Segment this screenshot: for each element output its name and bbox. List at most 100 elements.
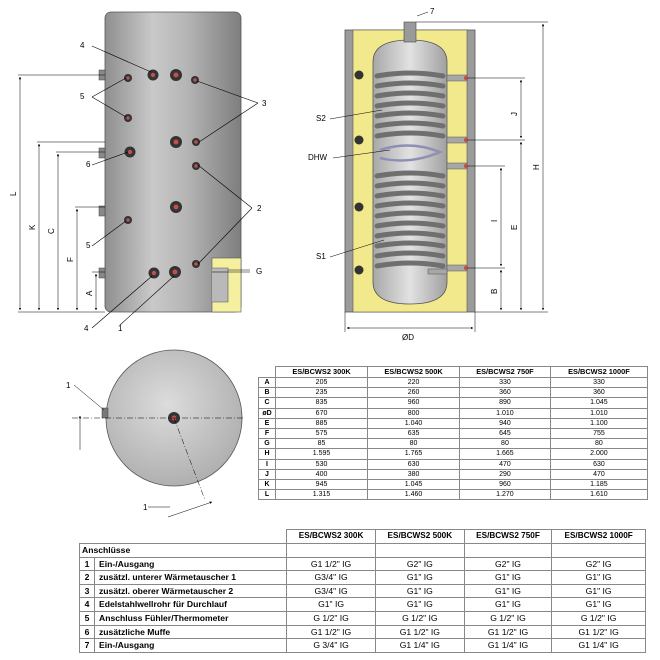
connection-cell: G1" IG <box>551 570 646 585</box>
dimension-row-label: J <box>258 468 276 480</box>
dimension-cell: 470 <box>549 468 649 480</box>
dimension-cell: 630 <box>549 458 649 470</box>
connection-cell: G3/4" IG <box>286 583 376 599</box>
callout-2: 2 <box>257 204 262 213</box>
connections-table-header: ES/BCWS2 300K ES/BCWS2 500K ES/BCWS2 750… <box>79 529 646 544</box>
connection-number: 5 <box>79 610 95 626</box>
connection-cell: G1" IG <box>463 583 553 599</box>
callout-4-top: 4 <box>80 41 85 50</box>
callout-1: 1 <box>118 324 123 333</box>
dimension-cell: 2.000 <box>549 448 649 460</box>
dimension-cell: 755 <box>549 427 649 440</box>
connection-cell: G1 1/2" IG <box>463 624 553 640</box>
label-S1: S1 <box>316 252 326 261</box>
connection-cell: G1" IG <box>374 597 465 612</box>
label-S2: S2 <box>316 114 326 123</box>
section-view: 7 <box>308 7 548 342</box>
dimension-row-label: K <box>258 478 276 491</box>
dimension-cell: 1.315 <box>274 489 369 501</box>
dimension-cell: 1.765 <box>367 448 461 460</box>
dimension-row-label: F <box>258 427 276 440</box>
dimension-cell: 1.460 <box>367 489 461 501</box>
col-500k: ES/BCWS2 500K <box>367 366 461 378</box>
dimension-cell: 330 <box>459 376 551 389</box>
conn-col-1000f: ES/BCWS2 1000F <box>551 529 646 544</box>
tank-body <box>104 11 242 313</box>
connection-number: 6 <box>79 624 95 640</box>
conn-col-500k: ES/BCWS2 500K <box>374 529 465 544</box>
dimension-cell: 1.665 <box>459 448 551 460</box>
dimension-cell: 1.610 <box>549 489 649 501</box>
dimension-cell: 380 <box>367 468 461 480</box>
dimension-cell: 205 <box>274 376 369 389</box>
top-callout-1: 1 <box>66 381 71 390</box>
dimension-table-header: ES/BCWS2 300K ES/BCWS2 500K ES/BCWS2 750… <box>258 366 649 378</box>
dimension-row-label: H <box>258 448 276 460</box>
dimension-cell: 290 <box>459 468 551 480</box>
dimension-table: ES/BCWS2 300K ES/BCWS2 500K ES/BCWS2 750… <box>258 366 649 501</box>
dimension-row-label: C <box>258 397 276 409</box>
dimension-cell: 630 <box>367 458 461 470</box>
dimension-cell: 835 <box>274 397 369 409</box>
dimension-row-label: L <box>258 489 276 501</box>
dimension-row-label: I <box>258 458 276 470</box>
connection-cell: G1 1/2" IG <box>374 624 465 640</box>
top-callout-1-bottom: 1 <box>143 503 148 512</box>
dim-G-label: G <box>256 267 262 276</box>
dimension-cell: 1.045 <box>367 478 461 491</box>
connection-cell: G2" IG <box>374 556 465 572</box>
dimension-cell: 940 <box>459 417 551 429</box>
front-dimension-lines <box>18 74 105 313</box>
conn-col-750f: ES/BCWS2 750F <box>463 529 553 544</box>
dimension-cell: 1.270 <box>459 489 551 501</box>
dimension-cell: 890 <box>459 397 551 409</box>
dim-F-label: F <box>66 257 75 262</box>
dimension-cell: 960 <box>459 478 551 491</box>
dimension-cell: 670 <box>274 407 369 419</box>
dimension-cell: 960 <box>367 397 461 409</box>
dimension-cell: 1.185 <box>549 478 649 491</box>
connection-description: Edelstahlwellrohr für Durchlauf <box>93 597 288 612</box>
connection-cell: G2" IG <box>551 556 646 572</box>
connection-cell: G1 1/4" IG <box>551 638 646 653</box>
connection-cell: G 1/2" IG <box>286 610 376 626</box>
dimension-cell: 800 <box>367 407 461 419</box>
dimension-row-label: B <box>258 387 276 399</box>
callout-5-bottom: 5 <box>86 241 91 250</box>
dim-B-label: B <box>490 289 499 294</box>
dim-K-label: K <box>28 224 37 230</box>
dimension-cell: 360 <box>459 387 551 399</box>
dimension-cell: 330 <box>549 376 649 389</box>
front-callouts: 4 5 6 5 3 2 4 1 G <box>80 41 267 333</box>
connection-number: 2 <box>79 570 95 585</box>
connections-section-row: Anschlüsse <box>78 543 646 558</box>
dimension-cell: 470 <box>459 458 551 470</box>
dimension-cell: 1.010 <box>459 407 551 419</box>
connection-cell: G1" IG <box>374 570 465 585</box>
conn-col-300k: ES/BCWS2 300K <box>286 529 376 544</box>
top-view: 1 1 <box>66 349 245 518</box>
col-750f: ES/BCWS2 750F <box>459 366 551 378</box>
dimension-cell: 530 <box>274 458 369 470</box>
connection-description: zusätzliche Muffe <box>93 624 288 640</box>
section-dimension-lines <box>344 21 548 332</box>
dimension-cell: 85 <box>274 438 369 450</box>
connection-cell: G1" IG <box>286 597 376 612</box>
coil-S2 <box>374 70 446 139</box>
dim-D-label: ØD <box>402 333 414 342</box>
dimension-cell: 220 <box>367 376 461 389</box>
dim-J-label: J <box>510 112 519 116</box>
callout-3: 3 <box>262 99 267 108</box>
connection-number: 7 <box>79 638 95 653</box>
dimension-cell: 1.010 <box>549 407 649 419</box>
dim-E-label: E <box>510 225 519 230</box>
